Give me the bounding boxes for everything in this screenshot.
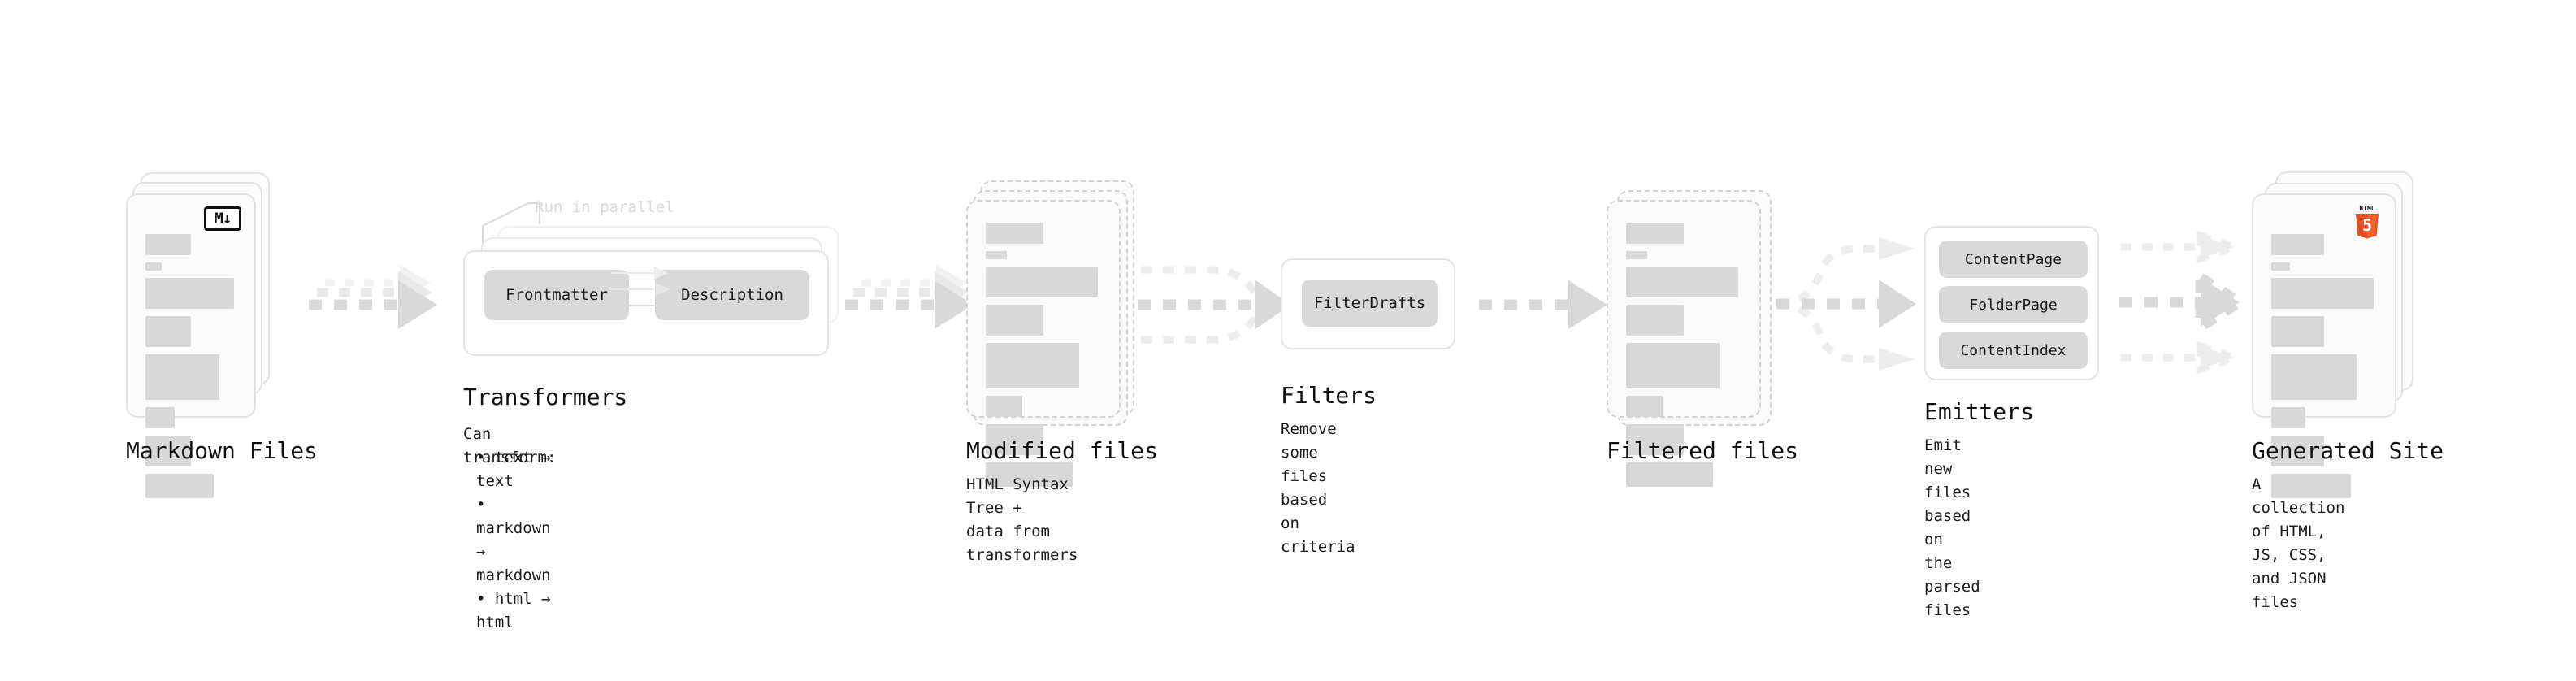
bullet-html: • html → html — [476, 590, 551, 631]
modified-card-front[interactable] — [966, 200, 1121, 487]
skeleton-line — [2271, 436, 2324, 466]
skeleton-line — [145, 316, 191, 347]
skeleton-line — [2271, 234, 2324, 255]
skeleton-line — [1626, 251, 1647, 259]
arrow-filters-to-filtered — [1479, 280, 1607, 329]
arrow-markdown-to-transformers — [309, 265, 437, 329]
skeleton-line — [986, 223, 1043, 244]
skeleton-line — [2271, 316, 2324, 347]
filters-title: Filters — [1281, 382, 1377, 409]
modified-title: Modified files — [966, 437, 1159, 464]
skeleton-line — [1626, 396, 1663, 417]
skeleton-line — [2271, 278, 2374, 309]
skeleton-line — [986, 462, 1073, 487]
skeleton-line — [1626, 424, 1684, 455]
skeleton-line — [145, 436, 191, 466]
chip-folderpage[interactable]: FolderPage — [1939, 286, 2088, 323]
filters-box[interactable]: FilterDrafts — [1281, 258, 1455, 349]
skeleton-line — [2271, 474, 2351, 498]
generated-subtitle: A collection of HTML, JS, CSS, and JSON … — [2252, 475, 2345, 611]
skeleton-line — [986, 251, 1007, 259]
svg-text:5: 5 — [2362, 215, 2372, 235]
skeleton-line — [1626, 267, 1738, 297]
run-in-parallel-label: Run in parallel — [535, 198, 674, 216]
skeleton-line — [2271, 262, 2291, 271]
skeleton-line — [986, 305, 1043, 336]
transformers-title: Transformers — [463, 384, 628, 410]
arrow-emitters-to-site — [2119, 230, 2250, 375]
filtered-skeleton — [1626, 223, 1741, 494]
site-skeleton — [2271, 234, 2377, 505]
arrow-split-to-emitters — [1776, 237, 1916, 371]
svg-text:HTML: HTML — [2359, 205, 2374, 212]
filters-subtitle: Remove some files based on criteria — [1281, 420, 1355, 556]
skeleton-line — [1626, 462, 1713, 487]
filtered-card-front[interactable] — [1607, 200, 1761, 487]
skeleton-line — [986, 343, 1080, 388]
markdown-title: Markdown Files — [126, 437, 319, 464]
markdown-icon: M↓ — [204, 206, 241, 231]
parallel-bracket — [482, 202, 540, 250]
arrow-transformers-to-modified — [845, 265, 974, 329]
markdown-skeleton — [145, 234, 236, 505]
chip-frontmatter[interactable]: Frontmatter — [484, 270, 629, 320]
skeleton-line — [986, 424, 1043, 455]
skeleton-line — [145, 234, 191, 255]
skeleton-line — [1626, 343, 1720, 388]
chip-contentindex[interactable]: ContentIndex — [1939, 332, 2088, 369]
chip-contentpage[interactable]: ContentPage — [1939, 241, 2088, 278]
markdown-card-front[interactable]: M↓ — [126, 193, 256, 498]
chip-description[interactable]: Description — [655, 270, 809, 320]
site-card-html[interactable]: HTML 5 — [2252, 193, 2396, 498]
skeleton-line — [145, 278, 234, 309]
transformers-bullets: • text → text • markdown → markdown • ht… — [463, 446, 551, 635]
skeleton-line — [145, 354, 219, 400]
skeleton-line — [145, 474, 214, 498]
skeleton-line — [2271, 407, 2305, 428]
generated-title: Generated Site — [2252, 437, 2444, 464]
modified-skeleton — [986, 223, 1101, 494]
arrow-frontmatter-to-description — [608, 267, 674, 312]
skeleton-line — [145, 262, 163, 271]
chip-filterdrafts[interactable]: FilterDrafts — [1302, 280, 1438, 327]
transformer-card-front[interactable]: Frontmatter Description — [463, 250, 829, 356]
skeleton-line — [986, 267, 1098, 297]
emitters-subtitle: Emit new files based on the parsed files — [1924, 436, 1980, 619]
skeleton-line — [2271, 354, 2357, 400]
skeleton-line — [986, 396, 1023, 417]
filtered-title: Filtered files — [1607, 437, 1799, 464]
html5-icon: HTML 5 — [2351, 203, 2383, 242]
emitters-title: Emitters — [1924, 398, 2034, 425]
bullet-markdown: • markdown → markdown — [476, 496, 551, 584]
modified-subtitle: HTML Syntax Tree + data from transformer… — [966, 475, 1078, 564]
bullet-text: • text → text — [476, 449, 551, 490]
transformers-desc-head: Can transform: — [463, 425, 557, 466]
skeleton-line — [1626, 223, 1684, 244]
emitters-box[interactable]: ContentPage FolderPage ContentIndex — [1924, 226, 2099, 380]
skeleton-line — [1626, 305, 1684, 336]
arrow-merge-to-filters — [1138, 266, 1290, 344]
skeleton-line — [145, 407, 175, 428]
